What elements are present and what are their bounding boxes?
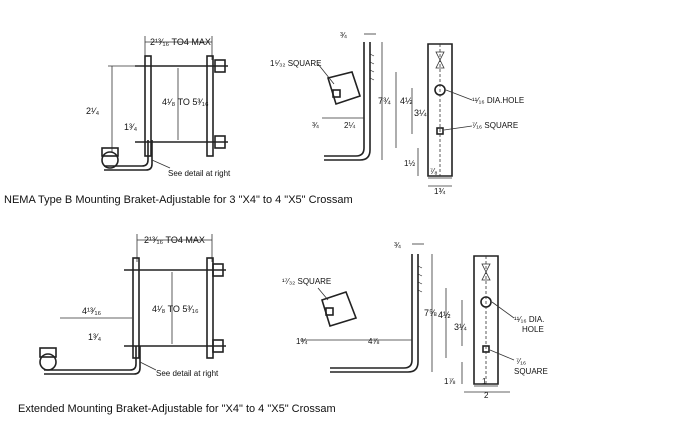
bottom-width-1: 1 [482,377,487,386]
bottom-width-2: 2 [484,391,489,400]
bottom-detail-left-dim: 1¾ [296,337,307,346]
bottom-caption: Extended Mounting Braket-Adjustable for … [18,403,336,415]
bottom-small-square-label: ⁷⁄₁₆ [516,357,526,366]
bottom-hole-label-2: HOLE [522,325,544,334]
top-detail-top-dim: ¾ [340,31,347,40]
top-max-dim: 2¹³⁄₁₆ TO4 MAX [150,37,211,47]
top-bottom-dim: ⁷⁄₈ [430,167,438,176]
top-inner-height: 4½ [400,96,413,106]
bottom-detail-mid-dim: 4⅞ [368,337,379,346]
bottom-low-dim: 1³⁄₄ [88,332,102,342]
bottom-adj-range: 4¹⁄₈ TO 5³⁄₁₆ [152,304,199,314]
bottom-arm-dim: 4¹³⁄₁₆ [82,306,102,316]
top-slot-height: 3¼ [414,108,427,118]
bottom-max-dim: 2¹³⁄₁₆ TO4 MAX [144,235,205,245]
top-small-square-label: ⁷⁄₁₆ SQUARE [472,121,518,130]
bottom-small-square-label-2: SQUARE [514,367,548,376]
top-width-dim: 1¾ [434,187,445,196]
top-low-dim: 1³⁄₄ [124,122,138,132]
top-adj-range: 4¹⁄₈ TO 5³⁄₁₆ [162,97,209,107]
top-detail-view: ¾ 1⁵⁄₃₂ SQUARE ¾ 2¼ 7¾ 4½ 3¼ ¹¹⁄₁₆ DIA [270,31,524,196]
bottom-square-label: ¹⁷⁄₃₂ SQUARE [282,277,331,286]
top-overall-height: 7¾ [378,96,391,106]
top-side-view: 2¹³⁄₁₆ TO4 MAX 4¹⁄₈ TO 5³⁄₁₆ 2¹⁄₄ 1³⁄₄ S… [86,36,231,178]
top-see-detail: See detail at right [168,169,231,178]
bottom-see-detail: See detail at right [156,369,219,378]
top-left-dim: 2¹⁄₄ [86,106,100,116]
bottom-side-view: 2¹³⁄₁₆ TO4 MAX 4¹⁄₈ TO 5³⁄₁₆ 4¹³⁄₁₆ 1³⁄₄… [39,234,226,378]
bottom-slot-height: 3¼ [454,322,467,332]
top-caption: NEMA Type B Mounting Braket-Adjustable f… [4,194,353,206]
top-detail-mid-dim: 2¼ [344,121,355,130]
bottom-hole-label: ¹¹⁄₁₆ DIA. [514,315,544,324]
bottom-inner-height: 4½ [438,310,451,320]
bottom-detail-view: ¾ ¹⁷⁄₃₂ SQUARE 1¾ 4⅞ 7⅝ 4½ 3¼ ¹¹⁄₁₆ DIA.… [282,241,548,400]
top-square-label: 1⁵⁄₃₂ SQUARE [270,59,321,68]
top-detail-left-dim: ¾ [312,121,319,130]
top-hole-label: ¹¹⁄₁₆ DIA.HOLE [472,96,524,105]
bottom-base-dim: 1⅞ [444,377,455,386]
top-base-dim: 1½ [404,159,415,168]
bottom-overall-height: 7⅝ [424,308,437,318]
bottom-detail-top-dim: ¾ [394,241,401,250]
